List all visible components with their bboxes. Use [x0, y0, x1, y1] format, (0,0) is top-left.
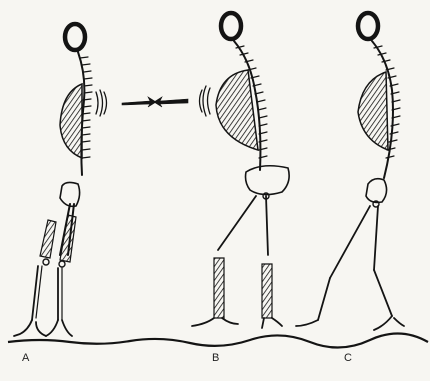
foot-b2 [262, 318, 282, 328]
thigh-c-back [374, 206, 378, 270]
foot-a2 [46, 320, 72, 336]
ribcage-a [60, 84, 82, 158]
shin-hatch-b2 [262, 264, 272, 318]
knee-a2 [59, 261, 65, 267]
shin-hatch-b1 [214, 258, 224, 318]
shin-c-back [374, 270, 392, 316]
skeleton-a [14, 24, 107, 336]
motion-marks-a [96, 90, 107, 116]
shin-c-front [318, 278, 330, 320]
foot-b1 [192, 318, 238, 326]
skeleton-b [192, 13, 289, 328]
ribcage-b [216, 70, 258, 150]
ribcage-c [358, 72, 388, 150]
pelvis-c [366, 179, 387, 203]
foot-a1 [14, 320, 46, 336]
compression-arrows [122, 97, 188, 107]
thigh-b-front [218, 196, 256, 250]
motion-marks-b [200, 86, 211, 116]
skeleton-c [296, 13, 404, 330]
pelvis-b [246, 166, 290, 195]
thigh-c-front [330, 206, 370, 278]
pelvis-a [60, 182, 80, 206]
knee-a1 [43, 259, 49, 265]
foot-c1 [296, 320, 318, 326]
femur-hatch-a1 [40, 220, 56, 258]
label-b: B [212, 352, 219, 364]
skull-a [65, 24, 85, 50]
arrow-right [122, 97, 156, 107]
label-a: A [22, 352, 29, 364]
thigh-b-back [266, 196, 268, 255]
skull-b [221, 13, 241, 39]
foot-c2 [374, 316, 404, 330]
skull-c [358, 13, 378, 39]
label-c: C [344, 352, 352, 364]
arrow-left [154, 97, 188, 107]
